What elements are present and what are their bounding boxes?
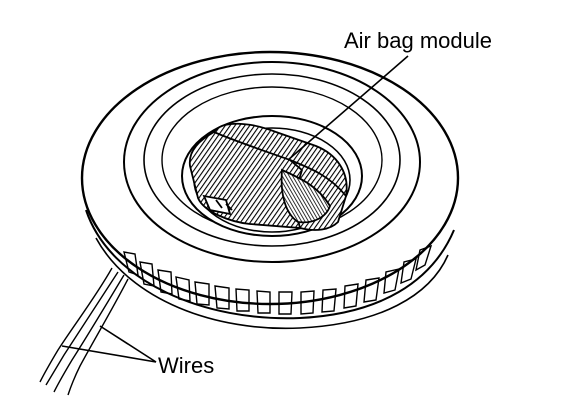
callout-leaders: [61, 55, 409, 363]
air-bag-module-graphic: [188, 122, 348, 231]
wires-graphic: [39, 267, 129, 396]
air-bag-module-label: Air bag module: [344, 28, 492, 53]
wires-label: Wires: [158, 353, 215, 378]
